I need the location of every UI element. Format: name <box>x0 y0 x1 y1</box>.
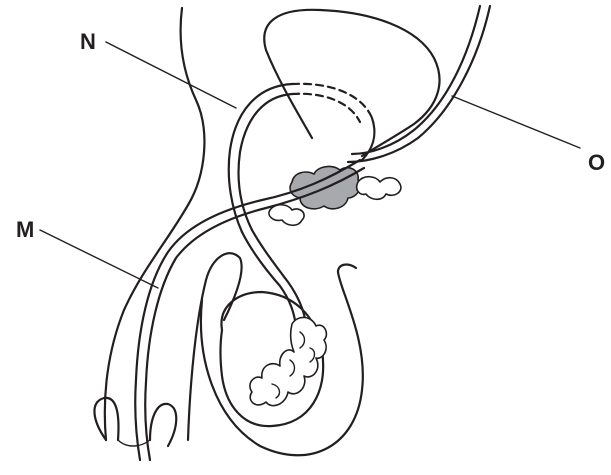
label-m: M <box>16 219 34 241</box>
body-outline <box>105 8 205 440</box>
leader-line-o <box>452 96 580 148</box>
glans-right <box>150 404 176 446</box>
epididymis <box>250 317 327 405</box>
ureter-inner <box>352 6 480 154</box>
cowpers-gland <box>269 205 304 226</box>
sperm-duct-hidden-outer <box>292 84 372 118</box>
leader-line-m <box>40 230 158 288</box>
seminal-vesicle <box>357 177 401 200</box>
ureter-outer <box>348 6 490 162</box>
duct-to-testis-outer <box>242 232 296 326</box>
leader-line-n <box>106 42 236 108</box>
bladder <box>264 10 439 156</box>
urethra-inner <box>145 168 364 460</box>
sperm-duct-hidden-inner <box>292 94 360 122</box>
glans-tip <box>118 440 150 446</box>
penis-outline <box>188 253 242 440</box>
duct-to-testis-inner <box>252 230 306 324</box>
label-n: N <box>80 31 96 53</box>
label-o: O <box>588 152 605 174</box>
